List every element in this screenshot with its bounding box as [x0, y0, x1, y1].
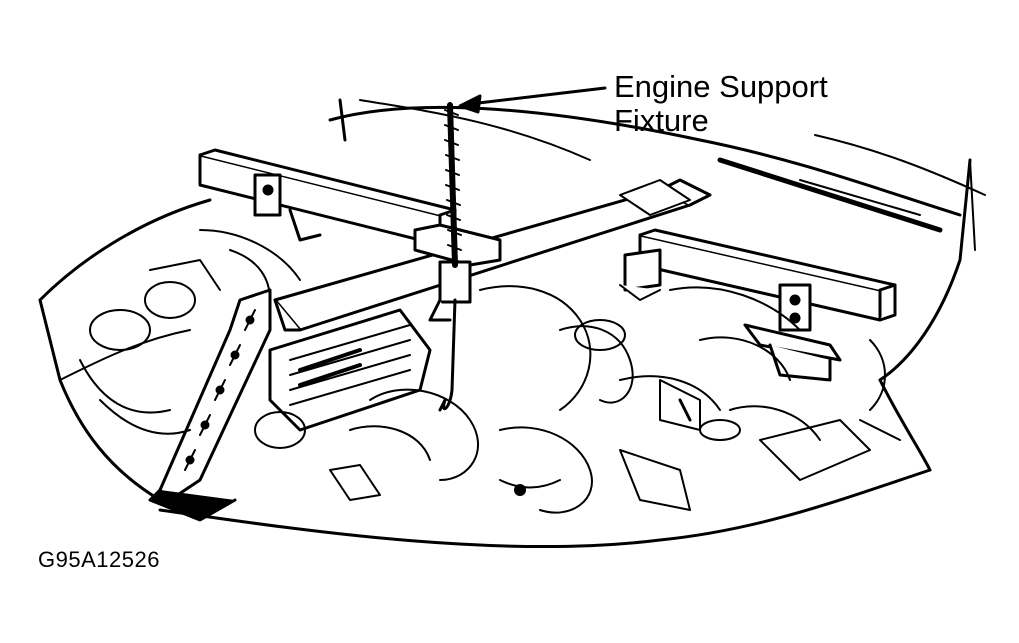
- left-fender: [38, 198, 212, 502]
- front-lower-edge: [158, 468, 932, 549]
- engine-components: [329, 285, 871, 514]
- figure-id: G95A12526: [38, 547, 160, 572]
- fixture-right-middle-bracket: [619, 248, 662, 301]
- callout-line-1: Engine Support: [614, 69, 828, 104]
- fixture-right-bracket: [743, 283, 842, 382]
- fixture-left-leg: [148, 288, 272, 522]
- threaded-rod: [444, 102, 462, 268]
- right-engine-components: [669, 286, 901, 441]
- callout-leader-arrow: [458, 86, 607, 114]
- callout-line-2: Fixture: [614, 103, 709, 138]
- engine-support-fixture-label: Engine Support Fixture: [614, 70, 828, 138]
- lifting-hook: [438, 298, 457, 412]
- right-fender: [878, 158, 976, 472]
- windshield-cowl: [328, 98, 986, 233]
- left-engine-components: [79, 229, 306, 449]
- fixture-rear-left-bracket: [253, 173, 322, 242]
